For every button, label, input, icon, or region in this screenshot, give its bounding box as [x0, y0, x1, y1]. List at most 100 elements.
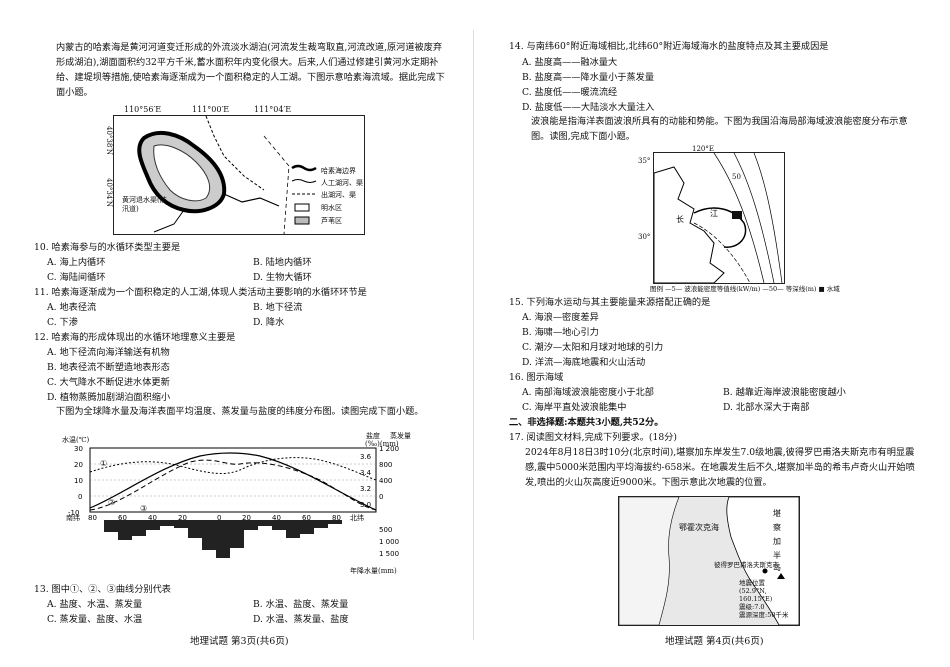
- q13-option-a[interactable]: A. 盐度、水温、蒸发量: [47, 599, 143, 610]
- kamchatka-map-svg: [618, 496, 800, 626]
- curve-mark-3: ③: [140, 504, 148, 513]
- quake-label-3: 160.15°E): [739, 595, 773, 603]
- svg-text:60: 60: [118, 514, 127, 522]
- peninsula-char-1: 堪: [773, 509, 781, 518]
- q11-option-c[interactable]: C. 下渗: [47, 317, 78, 328]
- q13-option-b[interactable]: B. 水温、盐度、蒸发量: [253, 599, 349, 610]
- q14-option-c[interactable]: C. 盐度低——暖流流经: [522, 87, 618, 98]
- q10-option-c[interactable]: C. 海陆间循环: [47, 272, 106, 283]
- q17-text: 2024年8月18日3时10分(北京时间),堪察加东岸发生7.0级地震,彼得罗巴…: [525, 447, 915, 488]
- q15-option-c[interactable]: C. 潮汐—太阳和月球对地球的引力: [522, 342, 664, 353]
- chart-right-unit2: 蒸发量: [390, 432, 411, 440]
- q11-option-b[interactable]: B. 地下径流: [253, 302, 303, 313]
- q10-stem: 10. 哈素海参与的水循环类型主要是: [34, 242, 181, 253]
- lon-label-2: 111°00′E: [192, 105, 230, 114]
- chart-frame: [89, 447, 377, 513]
- svg-text:40: 40: [148, 514, 157, 522]
- svg-text:3.6: 3.6: [360, 453, 372, 461]
- q16-option-c[interactable]: C. 海岸平直处波浪能集中: [522, 402, 627, 413]
- q10-option-a[interactable]: A. 海上内循环: [47, 257, 106, 268]
- map2-lat-35: 35°: [638, 157, 651, 165]
- chart-intro: 下图为全球降水量及海洋表面平均温度、蒸发量与盐度的纬度分布图。读图完成下面小题。: [56, 406, 424, 417]
- curve-mark-1: ①: [100, 459, 108, 468]
- wave-intro: 波浪能是指海洋表面波浪所具有的动能和势能。下图为我国沿海局部海域波浪能密度分布示…: [531, 116, 908, 142]
- svg-text:1 500: 1 500: [379, 550, 399, 558]
- q15-stem: 15. 下列海水运动与其主要能量来源搭配正确的是: [509, 297, 711, 308]
- lat-label-1: 40°38′N: [105, 126, 113, 156]
- svg-text:0: 0: [217, 514, 221, 522]
- q15-option-a[interactable]: A. 海浪—密度差异: [522, 312, 599, 323]
- svg-text:3.2: 3.2: [360, 485, 371, 493]
- q11-option-a[interactable]: A. 地表径流: [47, 302, 97, 313]
- q15-option-d[interactable]: D. 洋流—海底地震和火山活动: [522, 357, 646, 368]
- curve-1: [89, 457, 377, 481]
- peninsula-char-3: 加: [773, 537, 781, 546]
- q13-option-d[interactable]: D. 水温、蒸发量、盐度: [253, 614, 349, 625]
- chart-grid: [90, 463, 376, 497]
- svg-text:20: 20: [74, 461, 83, 469]
- wave-energy-map-svg: [653, 152, 783, 284]
- svg-text:500: 500: [379, 526, 392, 534]
- section-2-heading: 二、非选择题:本题共3小题,共52分。: [509, 417, 664, 428]
- sea-label: 鄂霍次克海: [679, 523, 719, 532]
- q12-option-b[interactable]: B. 地表径流不断塑造地表形态: [47, 362, 170, 373]
- hasu-lake-map-svg: [137, 115, 317, 235]
- q16-option-b[interactable]: B. 越靠近海岸波浪能密度越小: [723, 387, 846, 398]
- peninsula-char-4: 半: [773, 551, 781, 560]
- svg-text:0: 0: [78, 493, 82, 501]
- peninsula-char-5: 岛: [773, 563, 781, 572]
- svg-text:30: 30: [74, 445, 83, 453]
- q14-option-b[interactable]: B. 盐度高——降水量小于蒸发量: [522, 72, 655, 83]
- q12-option-c[interactable]: C. 大气降水不断促进水体更新: [47, 377, 170, 388]
- q10-option-b[interactable]: B. 陆地内循环: [253, 257, 312, 268]
- q12-option-d[interactable]: D. 植物蒸腾加剧湖泊面积缩小: [47, 392, 171, 403]
- precip-bars: [104, 520, 342, 558]
- svg-text:3.4: 3.4: [360, 469, 372, 477]
- yellow-river-drain: [153, 209, 185, 233]
- quake-label-1: 地震位置: [739, 579, 765, 587]
- yangtze-river: [693, 207, 747, 248]
- right-footer: 地理试题 第4页(共6页): [665, 636, 764, 647]
- legend-inflow: 人工湖河、渠: [321, 179, 363, 187]
- q14-option-d[interactable]: D. 盐度低——大陆淡水大量注入: [522, 102, 655, 113]
- isolines: [693, 152, 783, 284]
- svg-text:40: 40: [272, 514, 281, 522]
- city-marker: [762, 568, 768, 574]
- svg-text:20: 20: [242, 514, 251, 522]
- curve-2: [89, 452, 377, 511]
- q15-option-b[interactable]: B. 海啸—地心引力: [522, 327, 599, 338]
- page-divider: [473, 30, 474, 640]
- chart-north-label: 北纬: [350, 514, 364, 522]
- hasu-lake-map: 110°56′E 111°00′E 111°04′E 40°38′N 40°34…: [105, 105, 365, 235]
- chart-south-label: 南纬: [66, 514, 80, 522]
- svg-text:1 200: 1 200: [379, 445, 399, 453]
- svg-text:60: 60: [302, 514, 311, 522]
- q10-option-d[interactable]: D. 生物大循环: [253, 272, 312, 283]
- svg-text:400: 400: [379, 477, 392, 485]
- intro-paragraph: 内蒙古的哈素海是黄河河道变迁形成的外流淡水湖泊(河流发生裁弯取直,河流改道,原河…: [56, 42, 445, 98]
- svg-text:3.0: 3.0: [360, 501, 371, 509]
- q16-option-a[interactable]: A. 南部海域波浪能密度小于北部: [522, 387, 654, 398]
- q16-option-d[interactable]: D. 北部水深大于南部: [723, 402, 810, 413]
- city-label: 彼得罗巴甫洛夫斯克市: [714, 561, 779, 569]
- quake-label-4: 震级:7.0: [739, 603, 765, 611]
- legend-open-water: 明水区: [321, 204, 342, 212]
- q12-stem: 12. 哈素海的形成体现出的水循环地理意义主要是: [34, 332, 236, 343]
- map2-depth-50: 50: [732, 173, 741, 181]
- svg-text:80: 80: [332, 514, 341, 522]
- q14-stem: 14. 与南纬60°附近海域相比,北纬60°附近海域海水的盐度特点及其主要成因是: [509, 41, 829, 52]
- map1-legend: [291, 164, 317, 225]
- left-footer: 地理试题 第3页(共6页): [190, 636, 289, 647]
- inflow-canal: [223, 193, 280, 207]
- q14-option-a[interactable]: A. 盐度高——融冰量大: [522, 57, 618, 68]
- legend-outflow: 出湖河、渠: [321, 191, 356, 199]
- q12-option-a[interactable]: A. 地下径流向海洋输送有机物: [47, 347, 170, 358]
- q13-option-c[interactable]: C. 蒸发量、盐度、水温: [47, 614, 143, 625]
- svg-text:-10: -10: [68, 509, 79, 517]
- kamchatka-peninsula: [726, 496, 800, 626]
- legend-boundary: 哈素海边界: [321, 167, 356, 175]
- q11-option-d[interactable]: D. 降水: [253, 317, 285, 328]
